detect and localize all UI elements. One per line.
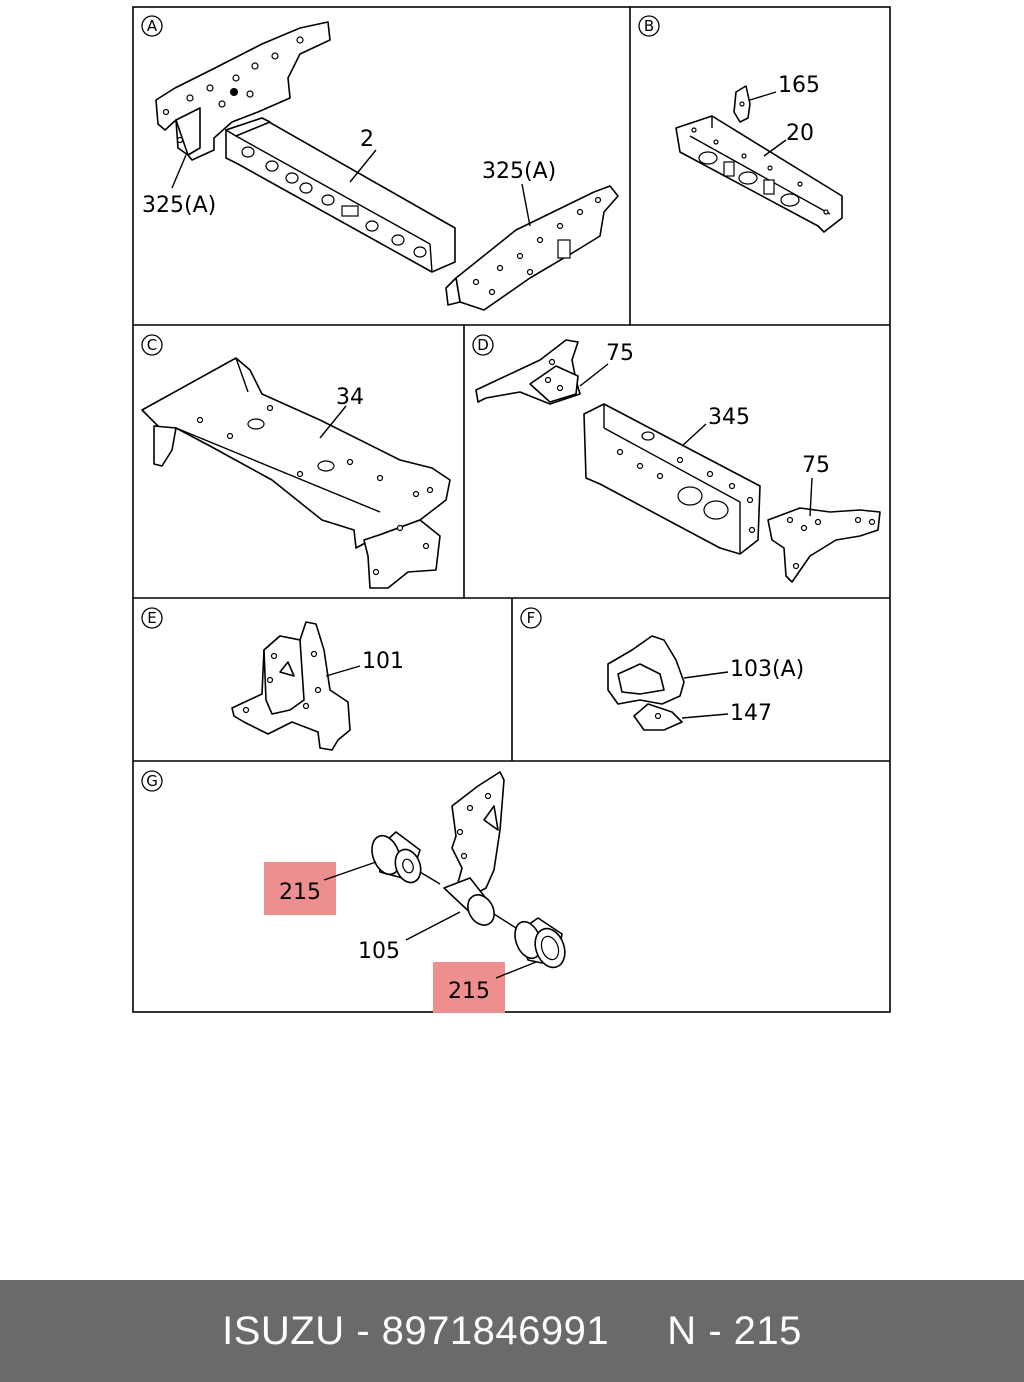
section-e-letter: E [147, 609, 156, 627]
section-c-letter: C [147, 336, 157, 354]
bracket-75-upper-plate [529, 365, 579, 403]
highlight-215-lower [433, 962, 505, 1013]
crossmember-2 [225, 117, 456, 273]
section-e: E 101 [141, 607, 404, 751]
section-b-marker [638, 15, 660, 37]
section-d-letter: D [477, 336, 489, 354]
section-a-marker [141, 15, 163, 37]
bracket-105-arrow [483, 805, 499, 831]
callout-2: 2 [360, 127, 374, 152]
callout-103a: 103(A) [730, 657, 804, 682]
section-a: A [141, 15, 619, 311]
footer-separator: - [344, 1308, 382, 1353]
crossmember-34 [141, 357, 451, 549]
section-c: C 34 [141, 334, 451, 589]
callout-215-lower: 215 [448, 979, 490, 1004]
callout-325a-left: 325(A) [142, 193, 216, 218]
footer-part-number: 8971846991 [381, 1308, 610, 1353]
crossmember-34-leg-left [153, 425, 177, 467]
callout-215-upper: 215 [279, 880, 321, 905]
footer-brand: ISUZU [222, 1308, 345, 1353]
section-d-marker [472, 334, 494, 356]
parts-diagram: A [132, 6, 891, 1013]
section-e-marker [141, 607, 163, 629]
bracket-103a-inner [617, 663, 665, 695]
bracket-101-arrow [279, 661, 295, 677]
right-bracket-side [445, 277, 461, 306]
bracket-75-lower [767, 507, 881, 583]
section-g-letter: G [146, 772, 158, 790]
bracket-105 [451, 771, 505, 901]
bracket-101-web [263, 635, 305, 715]
section-c-marker [141, 334, 163, 356]
callout-75-lower: 75 [802, 453, 830, 478]
section-a-letter: A [147, 17, 158, 35]
section-f-letter: F [527, 609, 536, 627]
callout-147: 147 [730, 701, 772, 726]
left-bracket-flange [175, 107, 201, 156]
callout-165: 165 [778, 73, 820, 98]
callout-345: 345 [708, 405, 750, 430]
diagram-frame [132, 6, 891, 1013]
section-b-letter: B [644, 17, 654, 35]
callout-105: 105 [358, 939, 400, 964]
callout-75-upper: 75 [606, 341, 634, 366]
callout-20: 20 [786, 121, 814, 146]
section-f: F 103(A) 147 [520, 607, 804, 731]
right-bracket-325a [455, 185, 619, 311]
section-f-marker [520, 607, 542, 629]
callout-34: 34 [336, 385, 364, 410]
highlight-215-upper [264, 862, 336, 915]
section-b: B 165 20 [638, 15, 843, 233]
section-g-marker [141, 770, 163, 792]
bushing-215-lower [514, 917, 566, 969]
crossmember-2-top [225, 117, 271, 137]
bushing-215-upper [371, 831, 422, 884]
section-g: G 215 105 [141, 770, 566, 1013]
section-d: D 75 345 75 [472, 334, 881, 583]
callout-101: 101 [362, 649, 404, 674]
callout-325a-right: 325(A) [482, 159, 556, 184]
footer-ref: N - 215 [667, 1308, 802, 1353]
footer-gap [609, 1309, 667, 1354]
footer-bar: ISUZU - 8971846991 N - 215 [0, 1280, 1024, 1382]
